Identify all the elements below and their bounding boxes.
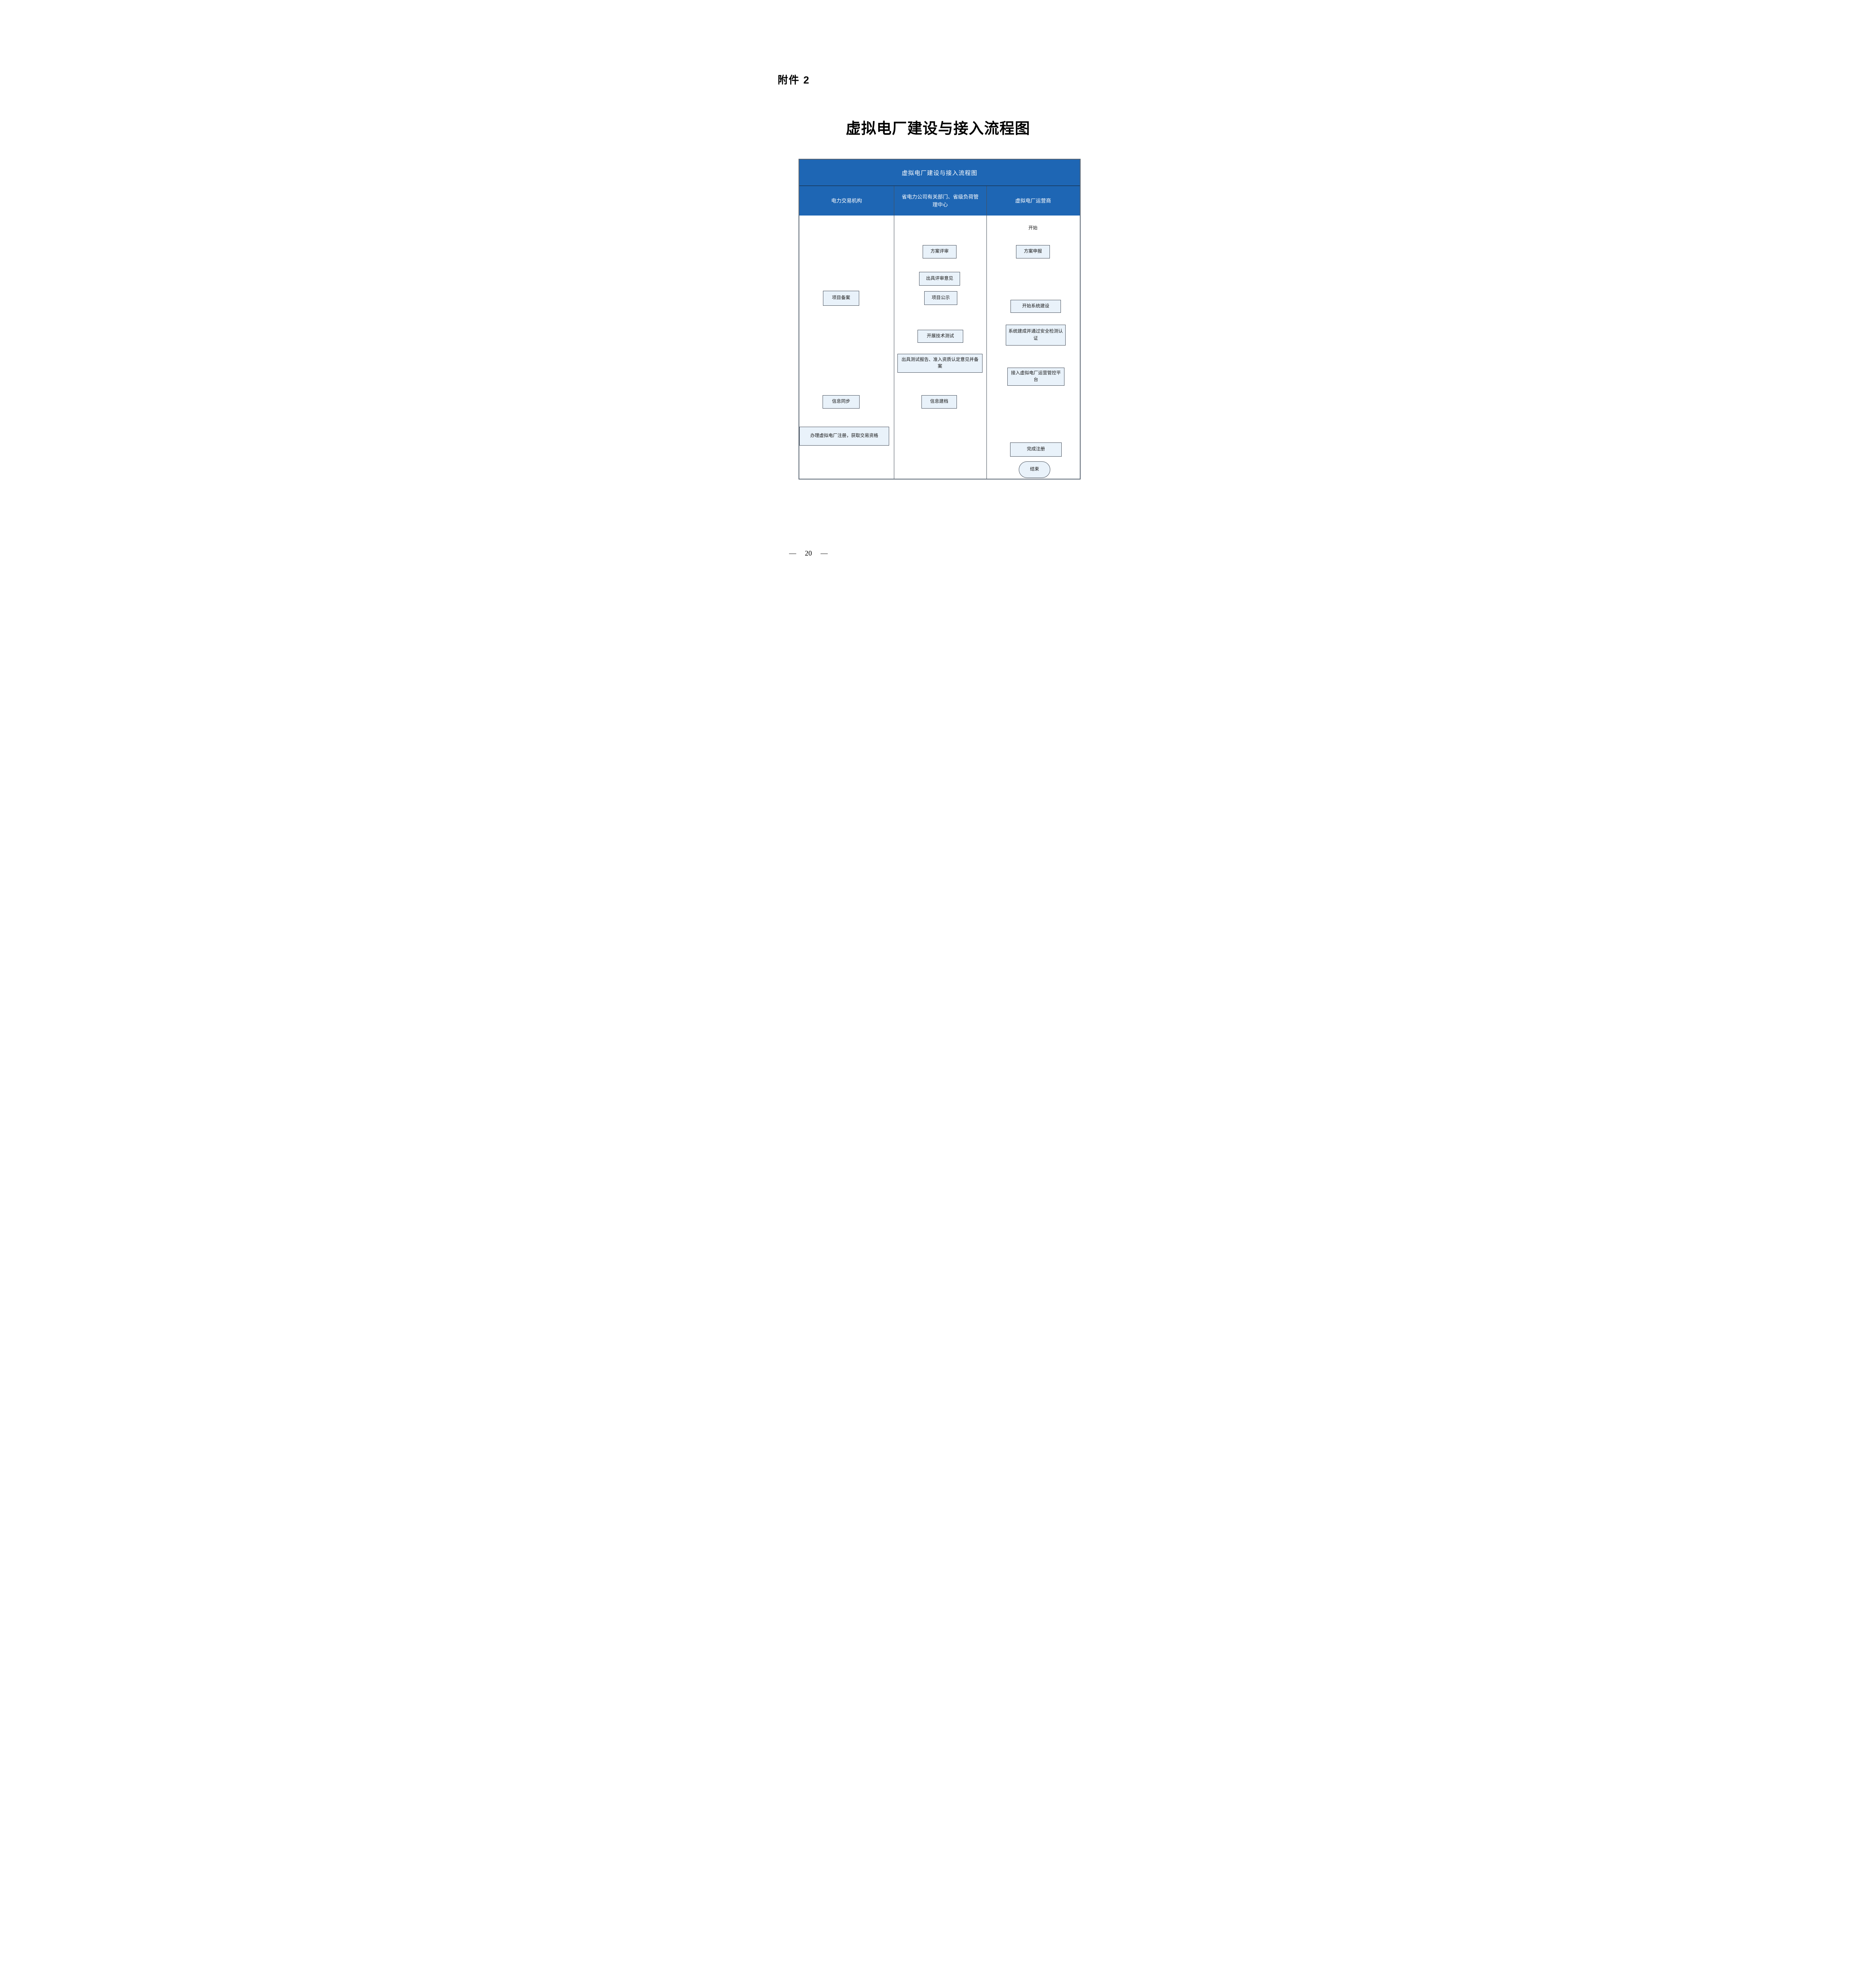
page-footer: — 20 —: [789, 549, 828, 558]
page-title: 虚拟电厂建设与接入流程图: [845, 121, 1030, 137]
node-project-filing: 项目备案: [823, 291, 859, 306]
node-connect-platform: 接入虚拟电厂运营管控平台: [1007, 368, 1064, 386]
node-system-built-cert: 系统建成并通过安全检测认证: [1006, 325, 1066, 346]
node-start: 开始: [1028, 226, 1038, 231]
node-plan-review: 方案评审: [923, 245, 957, 258]
lane-label: 虚拟电厂运营商: [1015, 197, 1051, 204]
node-project-publicity: 项目公示: [924, 291, 957, 305]
lane-header-row: 电力交易机构 省电力公司有关部门、省级负荷管理中心 虚拟电厂运营商: [799, 186, 1080, 216]
node-complete-registration: 完成注册: [1010, 442, 1062, 457]
flowchart-title-bar: 虚拟电厂建设与接入流程图: [799, 160, 1080, 186]
lane-label: 省电力公司有关部门、省级负荷管理中心: [901, 194, 979, 208]
flowchart-frame: 虚拟电厂建设与接入流程图 电力交易机构 省电力公司有关部门、省级负荷管理中心 虚…: [799, 159, 1081, 479]
lane-header-provincial-power: 省电力公司有关部门、省级负荷管理中心: [894, 186, 986, 216]
footer-right-dash: —: [821, 549, 828, 557]
lane-header-power-trading: 电力交易机构: [799, 186, 894, 216]
node-test-report-filing: 出具测试报告、准入资质认定意见并备案: [897, 354, 983, 373]
footer-left-dash: —: [789, 549, 796, 557]
node-info-archive: 信息建档: [921, 395, 957, 409]
document-page: 附件 2 虚拟电厂建设与接入流程图: [721, 0, 1155, 613]
node-tech-test: 开展技术测试: [918, 330, 963, 343]
flowchart-title: 虚拟电厂建设与接入流程图: [901, 169, 977, 177]
attachment-label: 附件 2: [778, 74, 810, 86]
node-issue-review-opinion: 出具评审意见: [919, 272, 960, 286]
node-end: 结束: [1019, 461, 1050, 478]
node-plan-declare: 方案申报: [1016, 245, 1050, 258]
footer-page-number: 20: [805, 549, 812, 557]
node-register-trade-qualification: 办理虚拟电厂注册，获取交易资格: [799, 427, 889, 446]
node-start-system-build: 开始系统建设: [1010, 300, 1061, 313]
lane-label: 电力交易机构: [831, 197, 862, 204]
node-info-sync: 信息同步: [823, 395, 860, 409]
lane-header-vpp-operator: 虚拟电厂运营商: [986, 186, 1080, 216]
lane-divider: [986, 186, 987, 479]
